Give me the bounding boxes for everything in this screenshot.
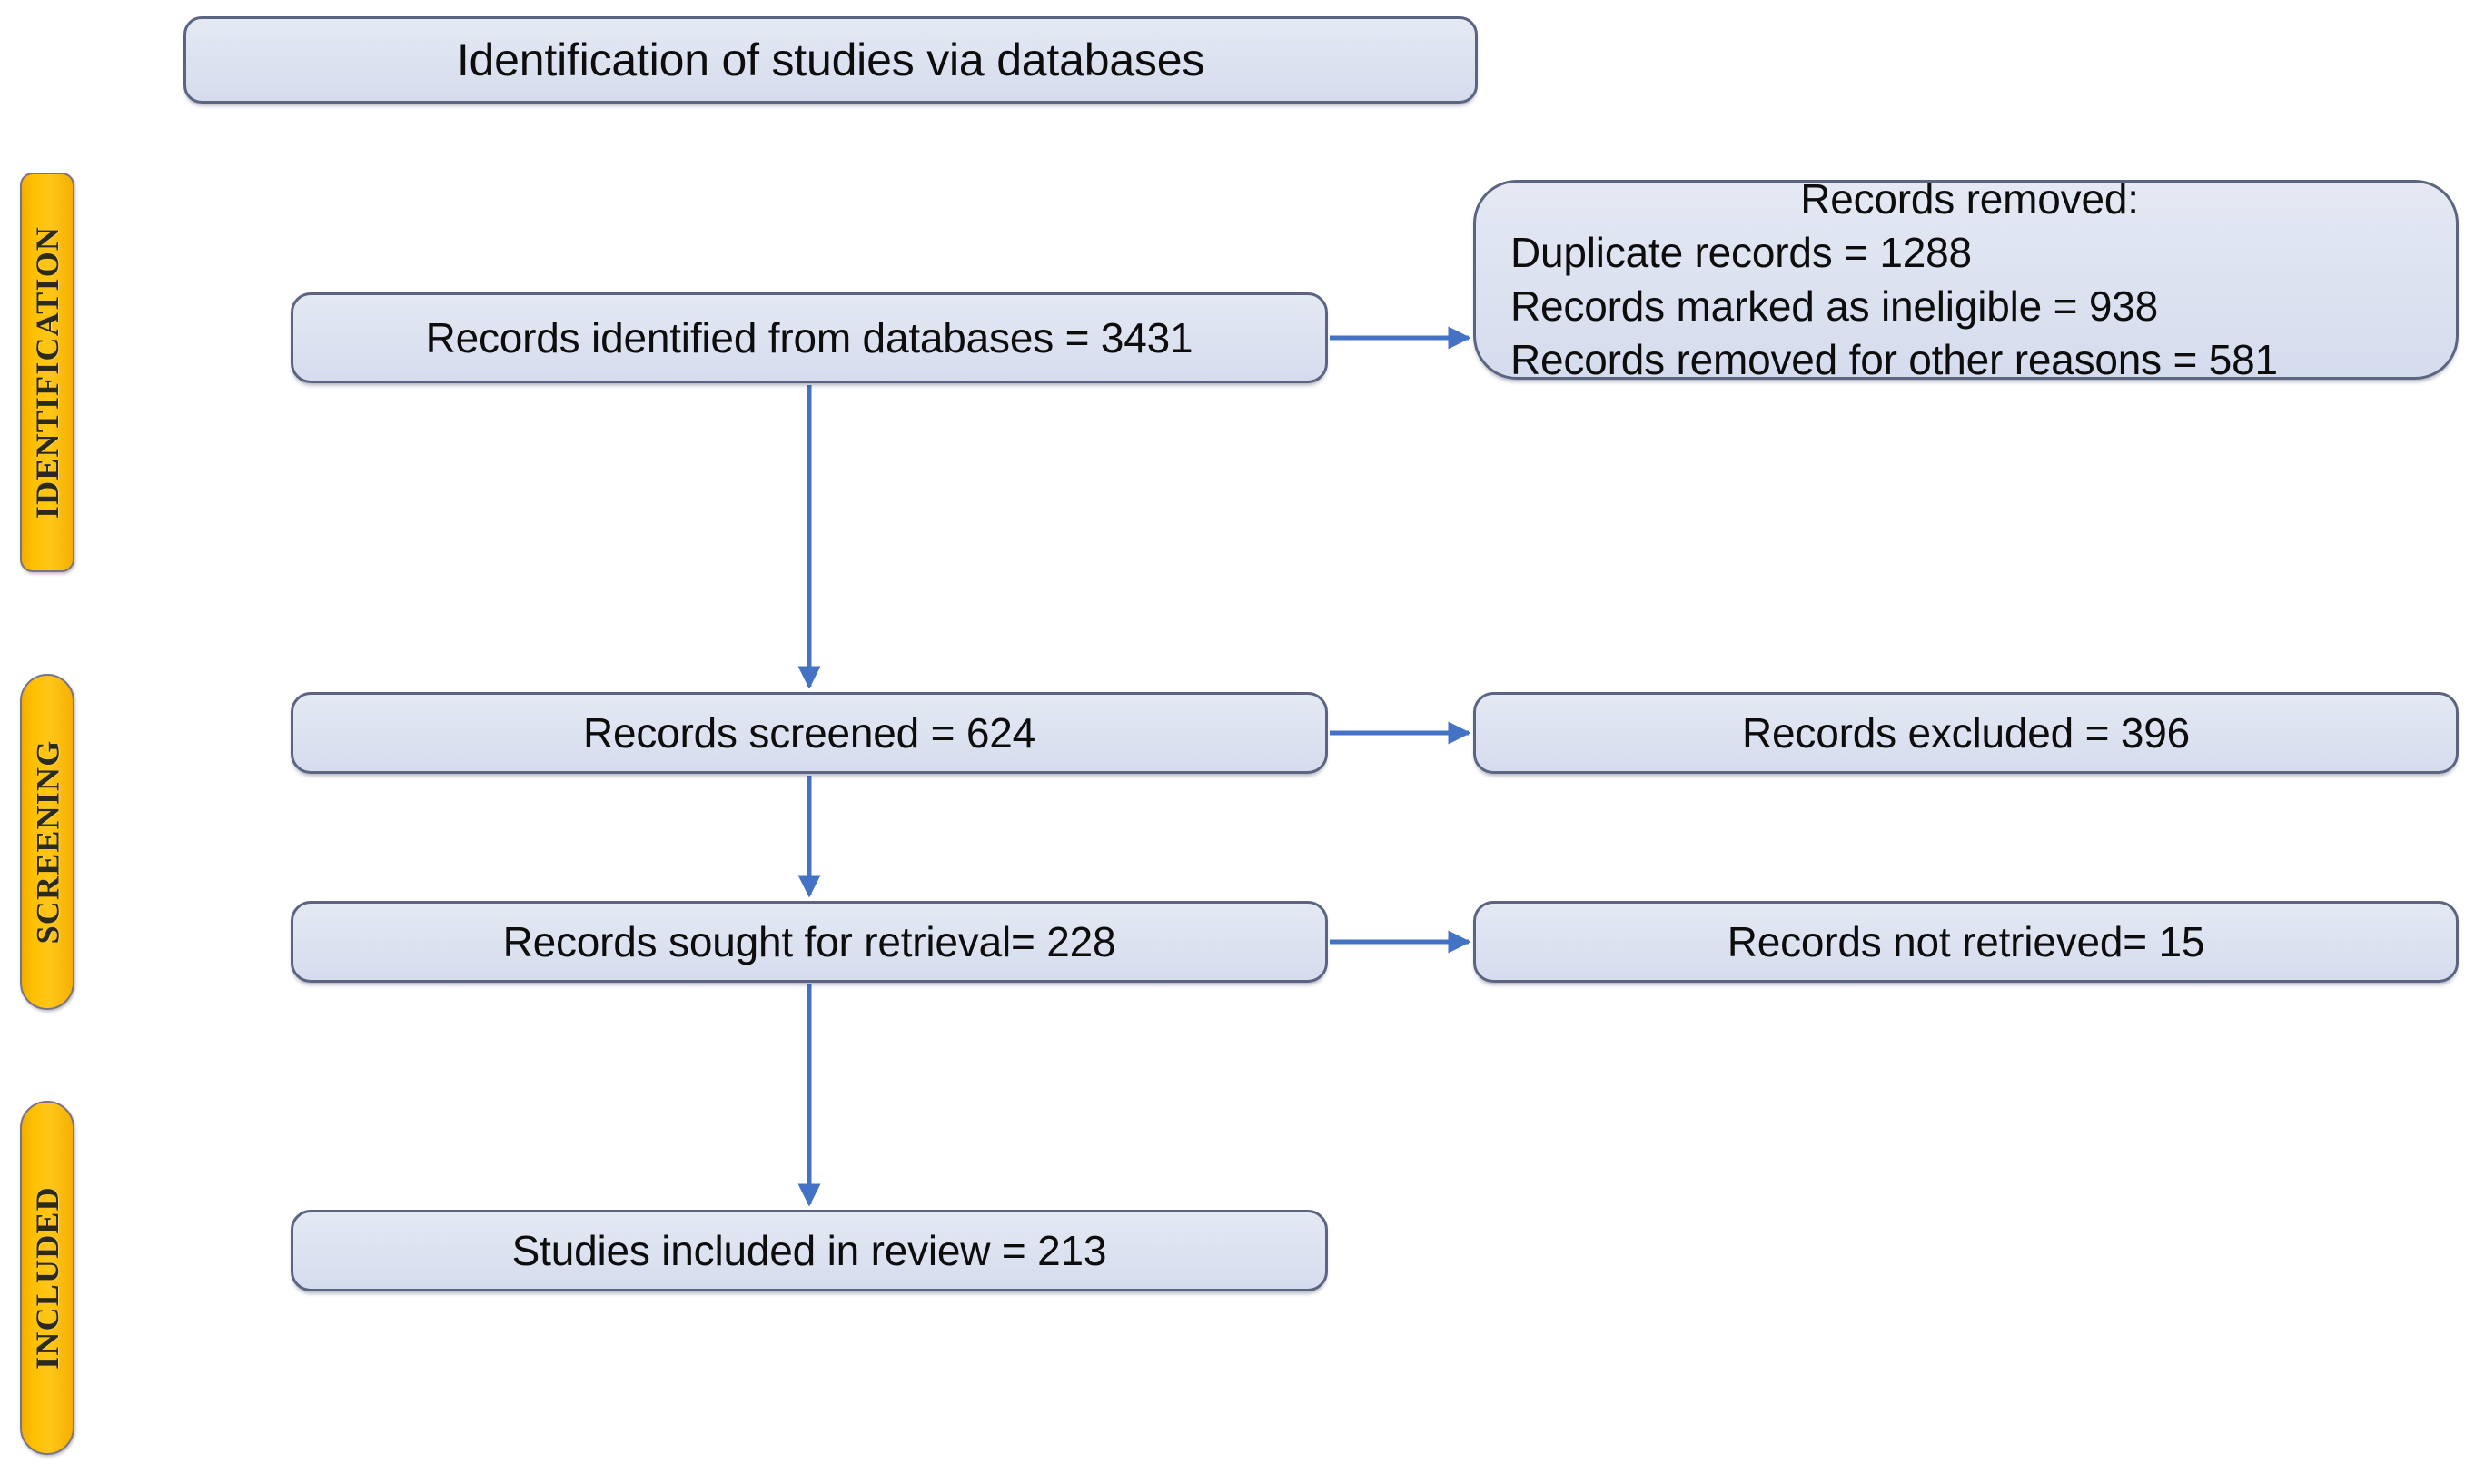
node-text: Records identified from databases = 3431 xyxy=(425,313,1193,361)
node-text: Records not retrieved= 15 xyxy=(1727,917,2205,965)
stage-label-included: INCLUDED xyxy=(20,1101,74,1455)
stage-label-screening: SCREENING xyxy=(20,674,74,1010)
stage-label-text: SCREENING xyxy=(29,739,66,945)
node-records-removed: Records removed: Duplicate records = 128… xyxy=(1473,175,2459,383)
stage-label-text: IDENTIFICATION xyxy=(29,225,65,519)
stage-label-text: INCLUDED xyxy=(29,1186,65,1370)
node-records-excluded: Records excluded = 396 xyxy=(1473,692,2459,774)
stage-label-identification: IDENTIFICATION xyxy=(20,173,74,572)
node-heading: Records removed: xyxy=(1800,175,2139,223)
node-text: Records excluded = 396 xyxy=(1742,708,2190,757)
node-line-duplicates: Duplicate records = 1288 xyxy=(1510,229,1972,277)
node-studies-included-in-review: Studies included in review = 213 xyxy=(291,1210,1328,1291)
node-text: Studies included in review = 213 xyxy=(511,1226,1107,1274)
node-line-ineligible: Records marked as ineligible = 938 xyxy=(1510,282,2158,330)
node-text: Records screened = 624 xyxy=(582,708,1036,757)
node-records-sought-for-retrieval: Records sought for retrieval= 228 xyxy=(291,901,1328,983)
diagram-title-box: Identification of studies via databases xyxy=(183,16,1478,104)
node-records-identified: Records identified from databases = 3431 xyxy=(291,292,1328,383)
node-records-not-retrieved: Records not retrieved= 15 xyxy=(1473,901,2459,983)
node-line-other-reasons: Records removed for other reasons = 581 xyxy=(1510,335,2278,383)
page-title: Identification of studies via databases xyxy=(456,35,1205,85)
node-text: Records sought for retrieval= 228 xyxy=(502,917,1116,965)
node-records-screened: Records screened = 624 xyxy=(291,692,1328,774)
